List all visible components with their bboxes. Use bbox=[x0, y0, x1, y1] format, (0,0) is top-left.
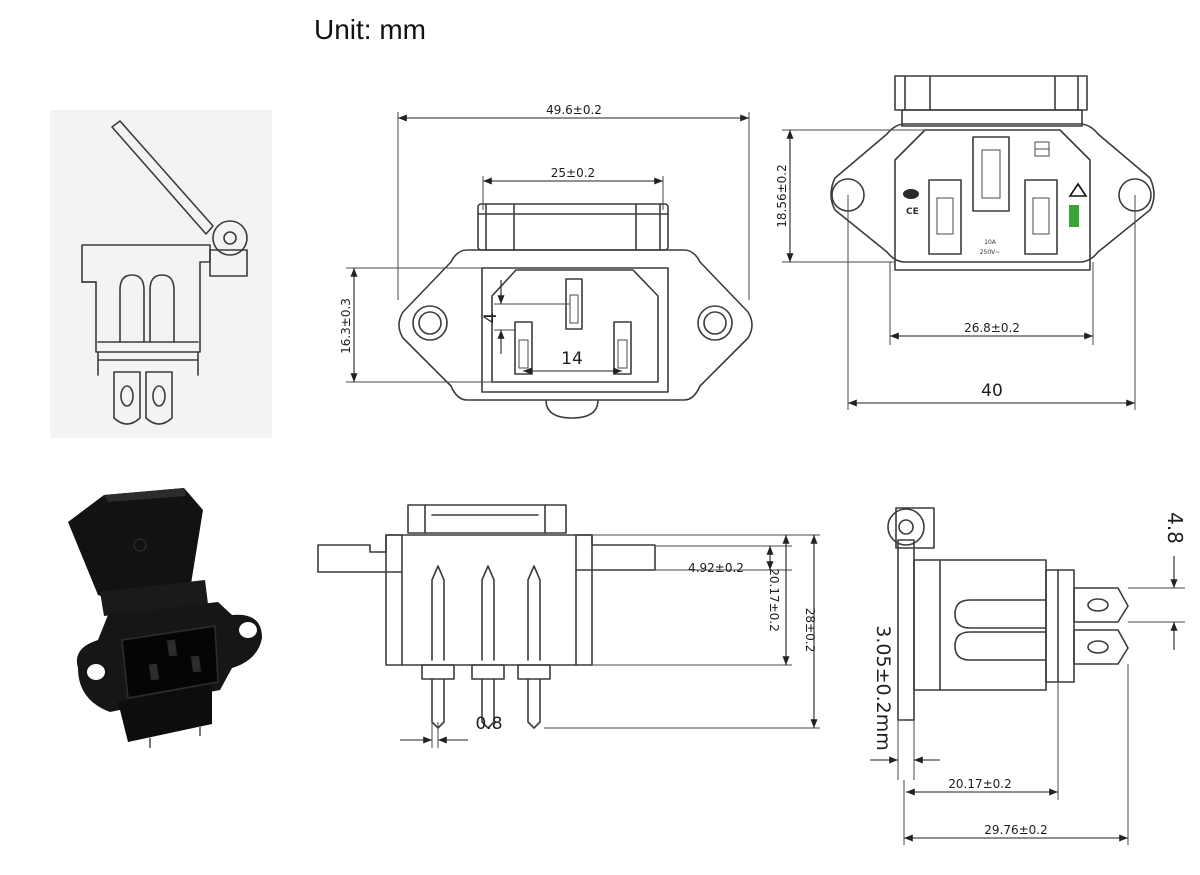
dim-total-depth: 28±0.2 bbox=[803, 608, 817, 652]
svg-text:CE: CE bbox=[906, 207, 919, 217]
dim-rear-height: 18.56±0.2 bbox=[775, 164, 789, 228]
dim-pin-offset: 4 bbox=[481, 313, 501, 324]
dim-tab-spacing: 4.8 bbox=[1163, 512, 1187, 544]
dim-flange-thickness: 4.92±0.2 bbox=[688, 561, 744, 575]
dim-hole-spacing: 26.8±0.2 bbox=[964, 321, 1020, 335]
unit-label: Unit: mm bbox=[314, 14, 426, 45]
dim-width: 49.6±0.2 bbox=[546, 103, 602, 117]
dim-pin-spacing: 14 bbox=[561, 349, 583, 369]
dim-inner-width: 25±0.2 bbox=[551, 166, 595, 180]
dim-body-depth: 20.17±0.2 bbox=[767, 568, 781, 632]
rating-current: 10A bbox=[984, 239, 997, 246]
dim-panel-thickness: 3.05±0.2mm bbox=[872, 625, 894, 750]
dim-height: 16.3±0.3 bbox=[339, 298, 353, 354]
dim-total-width: 40 bbox=[981, 381, 1003, 401]
side-view-pins: 4.92±0.2 20.17±0.2 28±0.2 0.8 bbox=[317, 504, 820, 748]
rating-voltage: 250V~ bbox=[980, 249, 1001, 256]
rear-view: CE 10A 250V~ 18.56±0.2 26.8±0.2 40 bbox=[775, 75, 1155, 410]
profile-view: 4.8 3.05±0.2mm 20.17±0.2 29.76±0.2 bbox=[870, 507, 1187, 845]
dim-body-length: 20.17±0.2 bbox=[948, 777, 1012, 791]
front-view: 49.6±0.2 25±0.2 16.3±0.3 4 14 bbox=[339, 103, 753, 419]
dim-pin-width: 0.8 bbox=[475, 714, 502, 734]
dim-total-length: 29.76±0.2 bbox=[984, 823, 1048, 837]
product-photo bbox=[68, 488, 262, 748]
side-view-lid-open bbox=[50, 110, 272, 438]
